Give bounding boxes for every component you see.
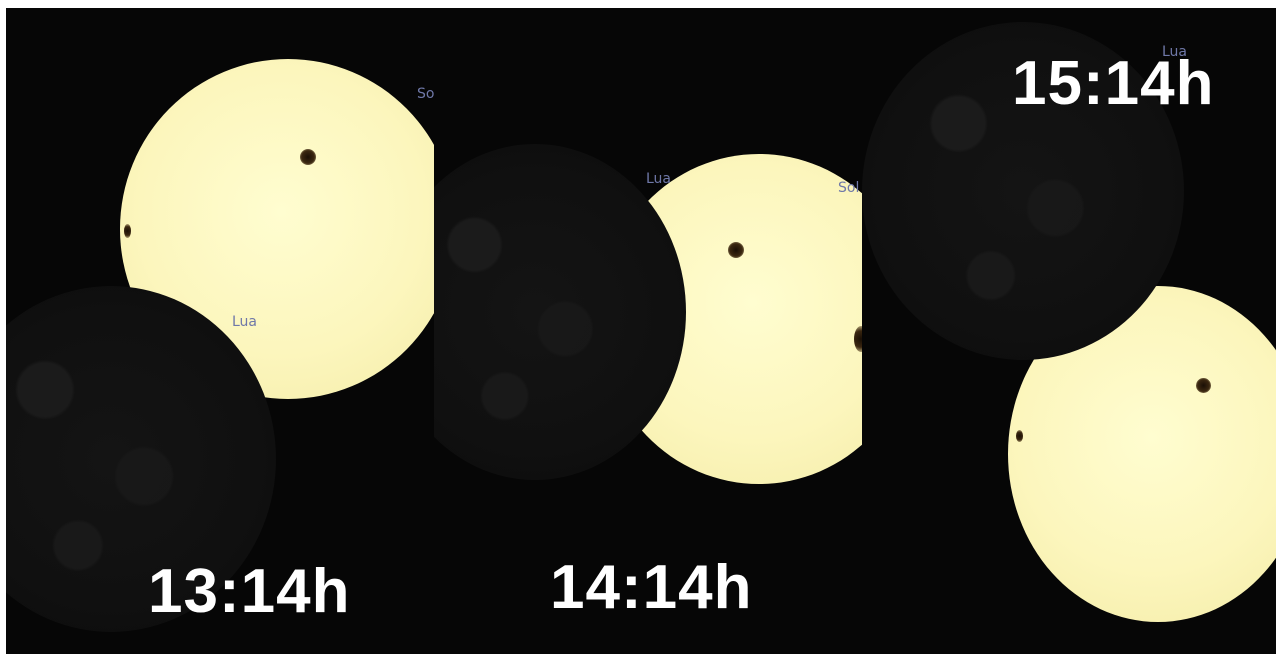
eclipse-panel-2: Sol Lua 14:14h (434, 8, 862, 654)
moon-disc (434, 144, 686, 480)
sunspot (124, 224, 131, 238)
sun-label: Sol (417, 86, 434, 102)
sunspot (1016, 430, 1023, 442)
time-label: 15:14h (1012, 49, 1215, 118)
eclipse-panel-3: Lua 15:14h (862, 8, 1276, 654)
moon-disc (862, 22, 1184, 360)
sunspot (300, 149, 316, 165)
eclipse-panel-1: Sol Lua 13:14h (6, 8, 434, 654)
moon-label: Lua (1162, 44, 1188, 60)
time-label: 14:14h (550, 553, 753, 622)
sunspot (728, 242, 744, 258)
time-label: 13:14h (148, 557, 351, 626)
moon-disc (6, 286, 276, 632)
sunspot (1196, 378, 1211, 393)
sunspot (854, 326, 862, 352)
moon-label: Lua (232, 314, 258, 330)
sun-label: Sol (838, 180, 860, 196)
moon-label: Lua (646, 171, 672, 187)
